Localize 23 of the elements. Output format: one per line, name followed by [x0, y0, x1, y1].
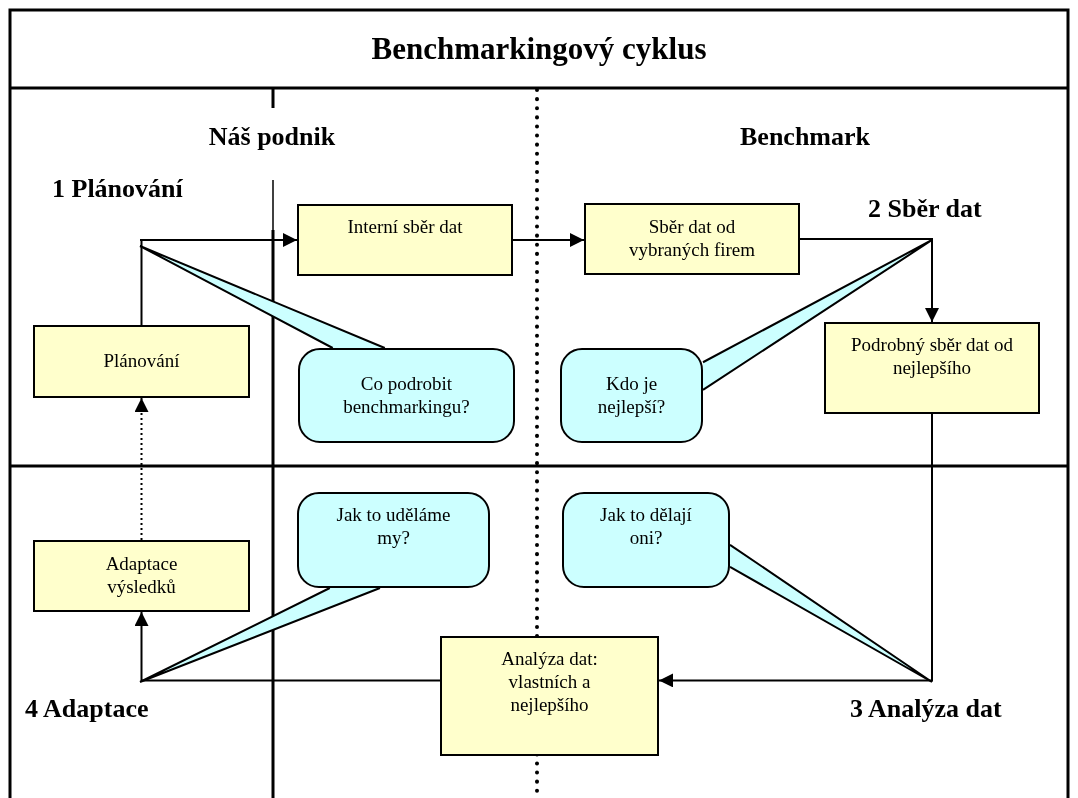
- section-label: Benchmark: [740, 122, 870, 152]
- process-box: Podrobný sběr dat od nejlepšího: [824, 322, 1040, 414]
- speech-bubble: Co podrobit benchmarkingu?: [298, 348, 515, 443]
- speech-bubble: Jak to dělají oni?: [562, 492, 730, 588]
- arrow: [658, 413, 933, 688]
- arrow: [512, 233, 585, 247]
- section-label: 1 Plánování: [52, 174, 183, 204]
- speech-bubble: Kdo je nejlepší?: [560, 348, 703, 443]
- section-label: Náš podnik: [208, 122, 336, 152]
- process-box: Analýza dat: vlastních a nejlepšího: [440, 636, 659, 756]
- arrow: [134, 611, 441, 682]
- process-box: Interní sběr dat: [297, 204, 513, 276]
- section-label: 3 Analýza dat: [850, 694, 1002, 724]
- arrow: [799, 238, 939, 323]
- arrow: [139, 233, 298, 326]
- arrow: [134, 397, 149, 541]
- speech-bubble: Jak to uděláme my?: [297, 492, 490, 588]
- process-box: Adaptace výsledků: [33, 540, 250, 612]
- section-label: 4 Adaptace: [25, 694, 149, 724]
- diagram-title: Benchmarkingový cyklus: [371, 31, 707, 67]
- section-label: 2 Sběr dat: [868, 194, 982, 224]
- process-box: Plánování: [33, 325, 250, 398]
- process-box: Sběr dat od vybraných firem: [584, 203, 800, 275]
